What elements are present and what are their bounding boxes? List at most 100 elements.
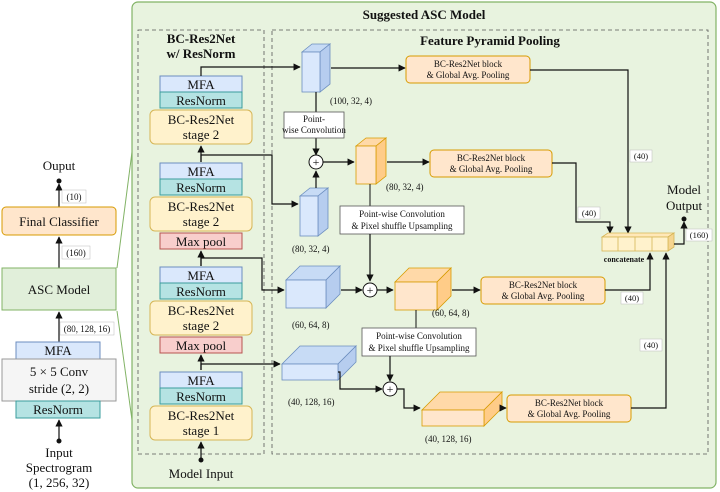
backbone-title-line2: w/ ResNorm xyxy=(167,46,236,61)
bb2-maxpool-box xyxy=(159,336,243,354)
bb3-maxpool-label: Max pool xyxy=(176,234,227,249)
zoom-line-bottom xyxy=(116,310,133,421)
bb3-to-cubeC-arrow xyxy=(200,154,299,208)
pw-upsample-1-line1: Point-wise Convolution xyxy=(359,209,445,219)
feature-cube-60-64-8-orange xyxy=(394,267,452,311)
bb2-maxpool-label: Max pool xyxy=(176,338,227,353)
left-conv-line2: stride (2, 2) xyxy=(29,381,89,396)
pointwise-conv-line1: Point- xyxy=(303,114,325,124)
left-conv-line1: 5 × 5 Conv xyxy=(30,364,89,379)
bb1-resnorm-box xyxy=(159,387,243,405)
bb2-stage-line1: BC-Res2Net xyxy=(168,303,235,318)
bb2-stage-box xyxy=(149,300,253,336)
feature-cube-100-32-4 xyxy=(300,43,332,93)
left-resnorm-box xyxy=(15,400,101,419)
input-line2: Spectrogram xyxy=(26,460,92,475)
dim-10-label: (10) xyxy=(67,192,82,202)
bb4-resnorm-box xyxy=(159,91,243,109)
model-output-line1: Model xyxy=(667,182,701,197)
block2-to-concat xyxy=(552,162,614,234)
model-output-dot xyxy=(681,216,687,222)
bb1-stage-box xyxy=(149,405,253,441)
sum-node-2-plus: + xyxy=(367,283,374,297)
fpp-block-4-line2: & Global Avg. Pooling xyxy=(528,409,611,419)
final-classifier-label: Final Classifier xyxy=(19,214,99,229)
bb3-stage-line2: stage 2 xyxy=(183,214,219,229)
feature-cube-40-128-16-orange xyxy=(421,391,503,427)
bb4-to-cube-arrow xyxy=(200,63,301,76)
pointwise-conv-box xyxy=(283,111,345,139)
bb4-stage-box xyxy=(149,109,253,145)
bb3-resnorm-box xyxy=(159,178,243,196)
fpp-block-4-line1: BC-Res2Net block xyxy=(535,398,604,408)
sum-node-1-plus: + xyxy=(313,155,320,169)
fpp-block-2-line2: & Global Avg. Pooling xyxy=(450,164,533,174)
dim-40-c: (40) xyxy=(625,293,639,303)
pw-upsample-2-line1: Point-wise Convolution xyxy=(376,331,462,341)
dim-80-128-16-label: (80, 128, 16) xyxy=(64,324,111,334)
bb1-resnorm-label: ResNorm xyxy=(176,389,226,404)
model-input-dot xyxy=(198,457,204,463)
model-output-line2: Output xyxy=(666,198,703,213)
zoom-line-top xyxy=(116,151,133,269)
dim-40-c-box xyxy=(620,291,644,305)
left-resnorm-label: ResNorm xyxy=(33,402,83,417)
concatenate-label: concatenate xyxy=(604,255,645,264)
dim-40-a: (40) xyxy=(634,151,648,161)
sum-node-3-plus: + xyxy=(387,382,394,396)
sum3-to-cubeG xyxy=(397,388,421,412)
asc-model-box xyxy=(1,267,117,311)
dim-100-32-4: (100, 32, 4) xyxy=(330,96,372,106)
asc-model-label: ASC Model xyxy=(28,282,91,297)
dim-60-64-8-a: (60, 64, 8) xyxy=(292,320,330,330)
model-input-label: Model Input xyxy=(169,466,234,481)
dim-80-32-4-a: (80, 32, 4) xyxy=(386,182,424,192)
pw-upsample-box-1 xyxy=(339,205,465,235)
pw-upsample-1-line2: & Pixel shuffle Upsampling xyxy=(351,221,453,231)
feature-cube-60-64-8-blue xyxy=(285,265,341,309)
bb1-stage-line1: BC-Res2Net xyxy=(168,408,235,423)
bb4-mfa-label: MFA xyxy=(187,77,215,92)
dim-60-64-8-b: (60, 64, 8) xyxy=(432,308,470,318)
bb2-stage-line2: stage 2 xyxy=(183,318,219,333)
bb4-stage-line2: stage 2 xyxy=(183,127,219,142)
fpp-block-2-line1: BC-Res2Net block xyxy=(457,153,526,163)
input-line1: Input xyxy=(45,445,73,460)
dim-10-box xyxy=(61,189,87,204)
fpp-block-3-line2: & Global Avg. Pooling xyxy=(502,291,585,301)
suggested-model-title: Suggested ASC Model xyxy=(363,7,486,22)
dim-40-128-16-a: (40, 128, 16) xyxy=(288,397,335,407)
bb3-resnorm-label: ResNorm xyxy=(176,180,226,195)
fpp-panel xyxy=(271,29,709,455)
bb2-to-cubeD-arrow xyxy=(200,257,285,294)
pw-upsample-2-line2: & Pixel shuffle Upsampling xyxy=(368,343,470,353)
bb3-mfa-label: MFA xyxy=(187,164,215,179)
bb4-resnorm-label: ResNorm xyxy=(176,93,226,108)
block4-to-concat xyxy=(631,252,670,409)
input-line3: (1, 256, 32) xyxy=(29,475,90,490)
input-dot xyxy=(56,438,62,444)
feature-cube-80-32-4-blue xyxy=(298,187,330,237)
bb1-mfa-label: MFA xyxy=(187,373,215,388)
cubeF-to-sum3 xyxy=(338,371,383,393)
bb2-resnorm-label: ResNorm xyxy=(176,284,226,299)
bb3-stage-box xyxy=(149,196,253,232)
pointwise-conv-line2: wise Convolution xyxy=(282,125,346,135)
dim-80-32-4-b: (80, 32, 4) xyxy=(292,244,330,254)
feature-cube-80-32-4-orange xyxy=(354,137,388,185)
fpp-block-1-line1: BC-Res2Net block xyxy=(434,59,503,69)
final-classifier-box xyxy=(1,206,117,236)
dim-40-b: (40) xyxy=(582,208,596,218)
output-dot xyxy=(56,178,62,184)
bb2-resnorm-box xyxy=(159,282,243,300)
dim-40-b-box xyxy=(577,206,601,220)
dim-160-out-box xyxy=(685,228,713,242)
ouput-label: Ouput xyxy=(43,158,76,173)
concat-to-output xyxy=(674,221,688,245)
concatenate-block xyxy=(600,232,676,252)
dim-40-128-16-b: (40, 128, 16) xyxy=(425,434,472,444)
dim-160-label: (160) xyxy=(66,248,86,258)
dim-160-box xyxy=(61,245,91,260)
